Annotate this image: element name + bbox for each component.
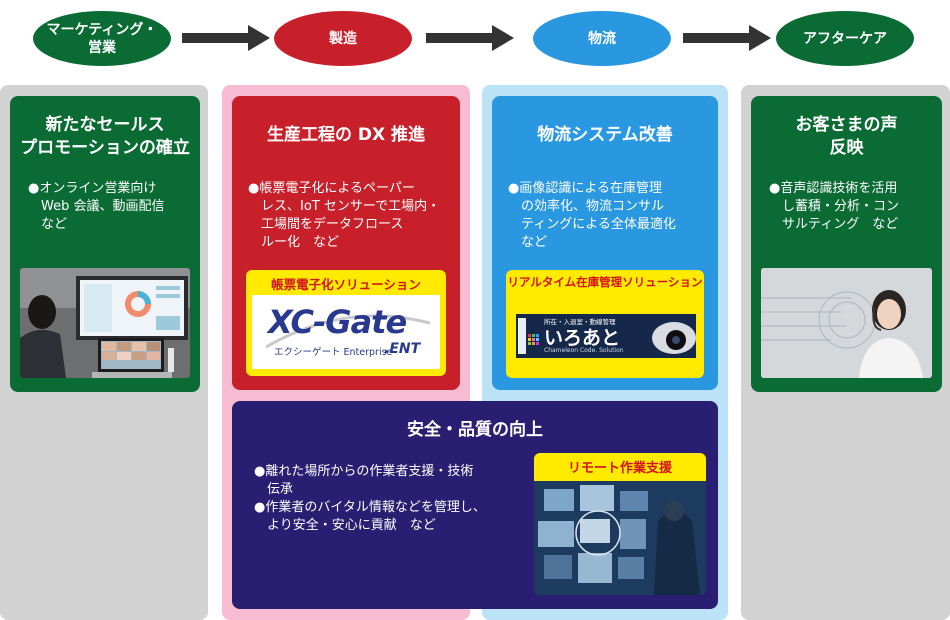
card-title: 生産工程の DX 推進 — [266, 125, 426, 145]
card-description: ●オンライン営業向け Web 会議、動画配信 など — [28, 181, 165, 232]
solution-box-remote: リモート作業支援 — [534, 453, 706, 595]
solution-label: 帳票電子化ソリューション — [271, 277, 421, 292]
flow-arrow-icon — [426, 25, 514, 51]
operator-image — [761, 268, 932, 378]
card-manufacturing: 生産工程の DX 推進 ●帳票電子化によるペーパー レス、IoT センサーで工場… — [232, 96, 460, 390]
card-description: ●帳票電子化によるペーパー レス、IoT センサーで工場内・ 工場間をデータフロ… — [248, 181, 441, 250]
remote-work-image — [534, 481, 706, 595]
banner-small-text: 所在・入退室・動線管理 — [544, 318, 616, 326]
logo-sub-text: エクシーゲート Enterprise — [274, 347, 393, 358]
logo-ent-text: .ENT — [384, 341, 421, 357]
remote-support-photo — [534, 481, 706, 595]
card-marketing: 新たなセールス プロモーションの確立 ●オンライン営業向け Web 会議、動画配… — [10, 96, 200, 392]
flow-step-marketing: マーケティング・ 営業 — [33, 11, 171, 66]
solution-label: リモート作業支援 — [567, 461, 672, 476]
camera-icon — [516, 314, 696, 358]
solution-label: リアルタイム在庫管理ソリューション — [507, 275, 703, 289]
flow-step-label: 物流 — [588, 30, 616, 47]
online-meeting-image — [20, 268, 190, 378]
xcgate-logo-icon — [265, 314, 431, 349]
card-description: ●音声認識技術を活用 し蓄積・分析・コン サルティング など — [769, 181, 900, 232]
flow-step-aftercare: アフターケア — [776, 11, 914, 66]
card-description: ●離れた場所からの作業者支援・技術 伝承 ●作業者のバイタル情報などを管理し、 … — [254, 464, 486, 533]
flow-arrow-icon — [683, 25, 771, 51]
card-description: ●画像認識による在庫管理 の効率化、物流コンサル ティングによる全体最適化 など — [508, 181, 676, 250]
solution-box-xcgate: 帳票電子化ソリューション XC-Gate エクシーゲート Enterprise … — [246, 270, 446, 376]
iroato-banner: 所在・入退室・動線管理 いろあと Chameleon Code. Solutio… — [516, 314, 696, 358]
card-title: お客さまの声 反映 — [795, 115, 898, 158]
card-safety: 安全・品質の向上 ●離れた場所からの作業者支援・技術 伝承 ●作業者のバイタル情… — [232, 401, 718, 609]
xcgate-logo: XC-Gate エクシーゲート Enterprise .ENT — [252, 295, 440, 369]
solution-box-iroato: リアルタイム在庫管理ソリューション 所在・入退室・動線管理 いろあと Chame… — [506, 270, 704, 378]
card-title: 安全・品質の向上 — [407, 420, 543, 440]
flow-step-label: 製造 — [329, 30, 357, 47]
online-meeting-photo — [20, 268, 190, 378]
flow-step-logistics: 物流 — [533, 11, 671, 66]
flow-step-label: アフターケア — [803, 30, 887, 47]
card-title: 新たなセールス プロモーションの確立 — [20, 115, 190, 158]
banner-main-text: いろあと — [544, 327, 621, 349]
flow-step-manufacturing: 製造 — [274, 11, 412, 66]
call-center-photo — [761, 268, 932, 378]
logo-main-text: XC-Gate — [268, 303, 407, 341]
card-aftercare: お客さまの声 反映 ●音声認識技術を活用 し蓄積・分析・コン サルティング など — [751, 96, 942, 392]
banner-sub-text: Chameleon Code. Solution — [544, 347, 624, 354]
flow-step-label: マーケティング・ 営業 — [46, 21, 158, 56]
card-title: 物流システム改善 — [537, 125, 673, 145]
flow-arrow-icon — [182, 25, 270, 51]
card-logistics: 物流システム改善 ●画像認識による在庫管理 の効率化、物流コンサル ティングによ… — [492, 96, 718, 390]
